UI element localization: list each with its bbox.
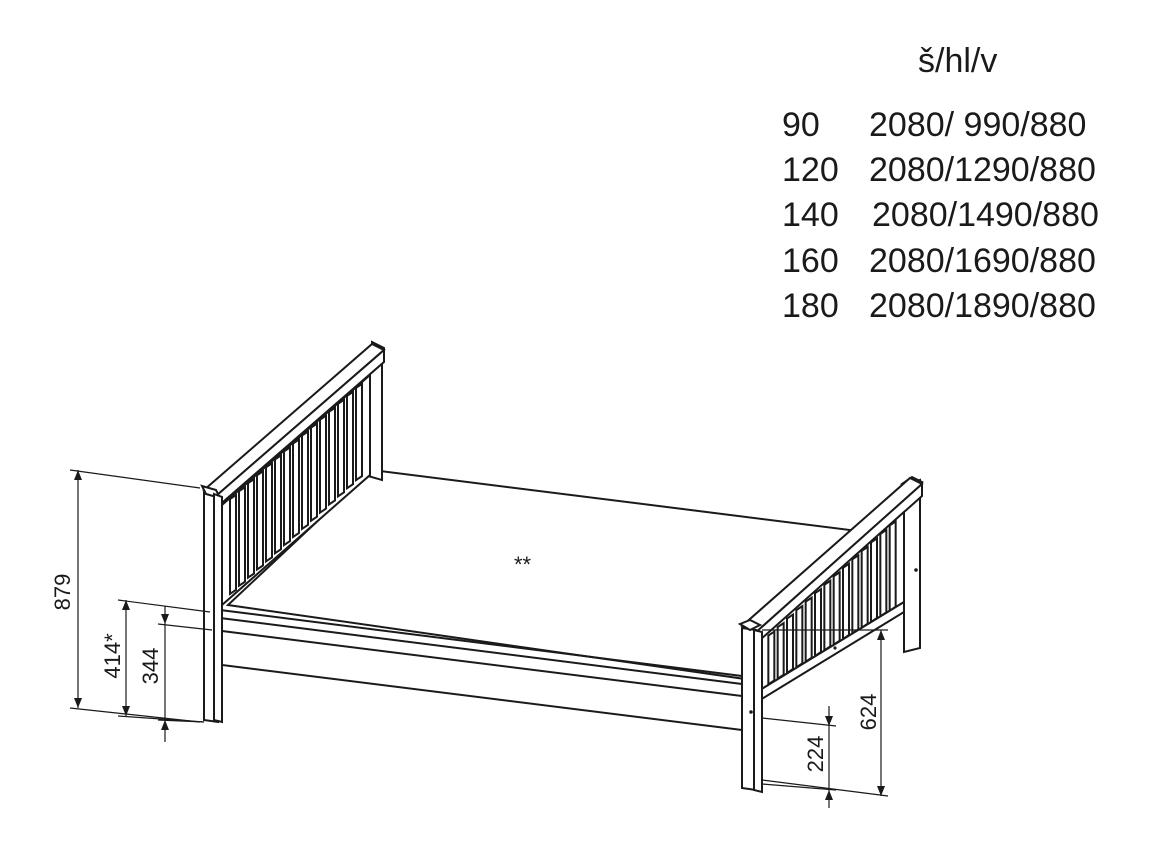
slat xyxy=(786,612,794,675)
slat xyxy=(814,587,822,658)
slat xyxy=(274,453,282,556)
row-width: 90 xyxy=(782,106,820,144)
row-dims: 2080/1690/880 xyxy=(869,242,1096,280)
slat xyxy=(823,578,832,653)
center-mark: ** xyxy=(514,552,532,577)
slat xyxy=(860,544,869,630)
slat xyxy=(795,604,804,670)
slat xyxy=(842,561,850,641)
dimension-lines xyxy=(69,469,889,808)
slat xyxy=(879,528,888,619)
slat xyxy=(832,570,841,647)
slat xyxy=(767,629,776,687)
table-header: š/hl/v xyxy=(918,42,998,80)
slat xyxy=(238,485,246,588)
slat xyxy=(265,461,273,564)
row-width: 120 xyxy=(782,151,839,189)
slat xyxy=(328,405,336,507)
row-width: 140 xyxy=(782,196,839,234)
slat xyxy=(283,445,291,547)
slat xyxy=(851,553,860,636)
slat xyxy=(776,621,785,681)
footboard-height-label: 624 xyxy=(856,694,881,731)
slat xyxy=(292,437,300,539)
slat xyxy=(319,413,327,515)
row-width: 180 xyxy=(782,287,839,325)
row-dims: 2080/1890/880 xyxy=(869,287,1096,325)
frame-height-label: 414* xyxy=(100,633,125,679)
under-clearance-label: 224 xyxy=(803,736,828,773)
headboard-slats xyxy=(229,382,363,596)
headboard-height-label: 879 xyxy=(50,574,75,611)
row-dims: 2080/1290/880 xyxy=(869,151,1096,189)
slat xyxy=(870,536,878,624)
slat xyxy=(229,493,237,596)
slat xyxy=(337,397,345,499)
side-rail-height-label: 344 xyxy=(138,648,163,685)
slat xyxy=(247,477,255,580)
row-dims: 2080/ 990/880 xyxy=(869,106,1087,144)
row-dims: 2080/1490/880 xyxy=(872,196,1099,234)
slat xyxy=(346,390,354,491)
slat xyxy=(355,382,363,482)
footboard xyxy=(737,475,924,794)
footboard-slats xyxy=(767,519,897,687)
slat xyxy=(256,469,264,572)
row-width: 160 xyxy=(782,242,839,280)
slat xyxy=(310,421,318,523)
slat xyxy=(301,429,309,531)
slat xyxy=(888,519,897,613)
headboard xyxy=(200,340,386,724)
